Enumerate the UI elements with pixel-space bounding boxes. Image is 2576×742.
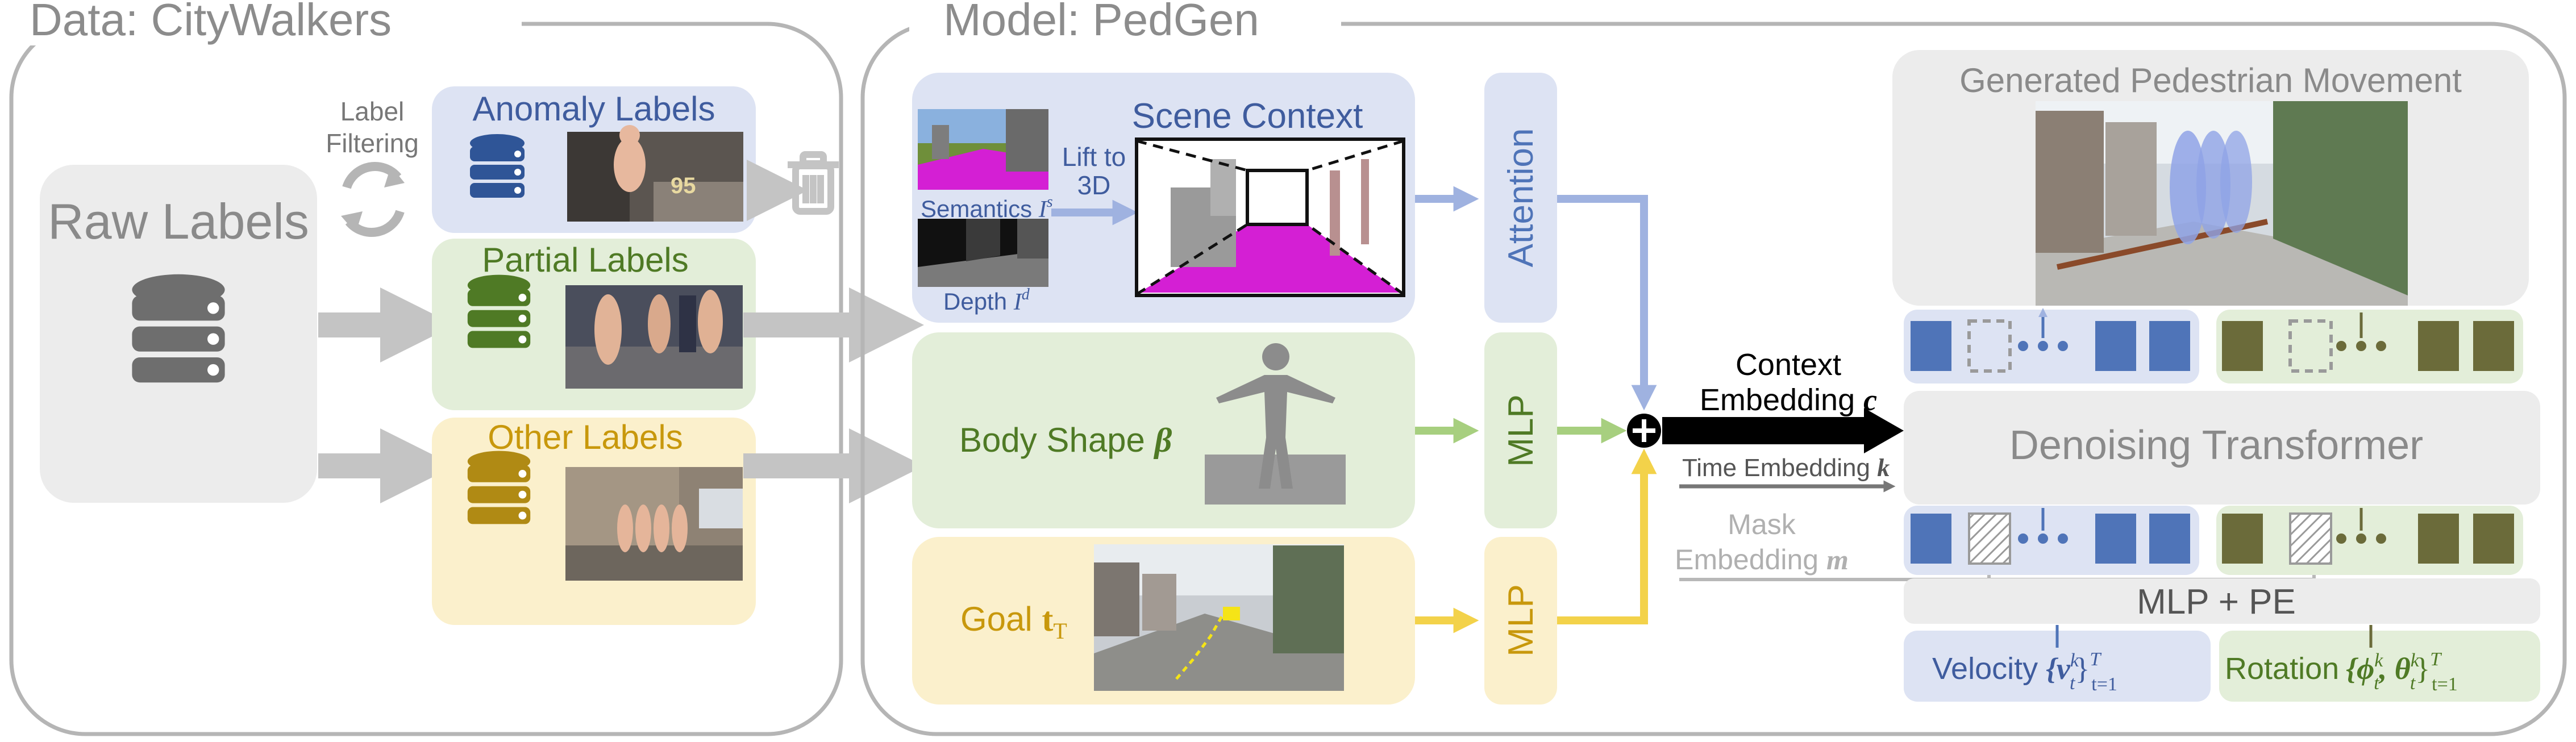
attention-to-plus-arrow xyxy=(1557,195,1657,411)
generated-movement-title: Generated Pedestrian Movement xyxy=(1959,61,2462,99)
partial-labels-title: Partial Labels xyxy=(482,241,689,279)
database-icon xyxy=(132,274,225,383)
trash-icon xyxy=(788,151,839,215)
mlp-goal-label: MLP xyxy=(1501,584,1541,656)
rotation-input-box xyxy=(2219,631,2540,702)
mlp-body-box xyxy=(1484,332,1557,528)
attention-box xyxy=(1484,73,1557,323)
other-photo xyxy=(565,467,743,581)
svg-text:95: 95 xyxy=(671,173,696,198)
other-labels-title: Other Labels xyxy=(488,418,683,456)
anomaly-labels-title: Anomaly Labels xyxy=(473,90,715,128)
output-velocity-tokens xyxy=(1911,307,2190,373)
input-velocity-tokens xyxy=(1911,508,2190,565)
context-embedding-arrow xyxy=(1662,408,1904,453)
body-mesh-render xyxy=(1205,343,1346,505)
anomaly-database-icon xyxy=(470,134,525,198)
semantics-label: Semantics Is xyxy=(921,193,1053,223)
partial-database-icon xyxy=(467,274,531,348)
label-filtering-line2: Filtering xyxy=(326,128,419,158)
input-rotation-tokens xyxy=(2222,508,2514,565)
velocity-input-box xyxy=(1904,631,2211,702)
goal-label: Goal tT xyxy=(960,600,1067,644)
anomaly-photo: 95 xyxy=(567,125,743,222)
depth-label: Depth Id xyxy=(943,286,1030,315)
context-embedding-line2: Embedding c xyxy=(1700,383,1877,417)
lift-to-3d-line1: Lift to xyxy=(1062,142,1126,172)
scene-3d-render xyxy=(1135,137,1405,297)
mlp-pe-label: MLP + PE xyxy=(2137,582,2296,622)
context-embedding-line1: Context xyxy=(1736,348,1841,382)
other-database-icon xyxy=(467,451,531,524)
refresh-cycle-icon xyxy=(341,162,405,237)
mlp-pe-box xyxy=(1904,578,2540,624)
denoising-transformer-box xyxy=(1904,391,2540,505)
mlp-body-label: MLP xyxy=(1501,394,1541,466)
model-section-title: Model: PedGen xyxy=(943,0,1259,45)
mlp-goal-box xyxy=(1484,537,1557,705)
body-shape-label: Body Shape β xyxy=(959,421,1172,459)
label-filtering-line1: Label xyxy=(340,97,405,126)
model-section: Model: PedGen Scene Context Semantics Is… xyxy=(860,0,2567,736)
goal-mlp-to-plus-arrow xyxy=(1557,448,1657,624)
denoising-transformer-label: Denoising Transformer xyxy=(2009,423,2423,468)
depth-image xyxy=(918,219,1048,287)
scene-context-title: Scene Context xyxy=(1132,97,1363,136)
lift-to-3d-line2: 3D xyxy=(1077,170,1111,200)
output-rotation-tokens xyxy=(2222,312,2514,373)
generated-movement-image xyxy=(2036,101,2408,306)
model-section-border xyxy=(860,22,2567,736)
attention-label: Attention xyxy=(1501,128,1541,268)
raw-labels-title: Raw Labels xyxy=(48,193,309,249)
mask-embedding-line2: Embedding m xyxy=(1675,544,1849,576)
semantics-image xyxy=(918,109,1048,190)
goal-scene-image xyxy=(1094,544,1344,691)
plus-circle-icon xyxy=(1627,414,1661,448)
time-embedding-label: Time Embedding k xyxy=(1682,454,1890,482)
partial-photo xyxy=(565,285,743,389)
mask-embedding-line1: Mask xyxy=(1728,508,1796,540)
data-section-title: Data: CityWalkers xyxy=(30,0,392,45)
data-section: Data: CityWalkers Raw Labels Label Filte… xyxy=(9,0,924,736)
